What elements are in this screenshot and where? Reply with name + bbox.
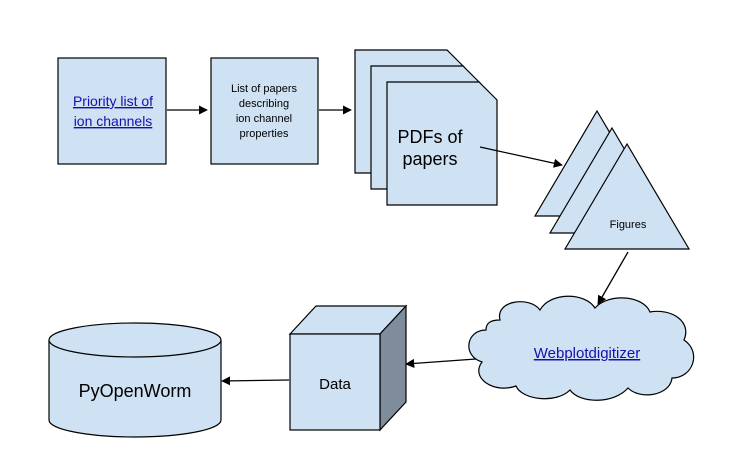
paper-list-label-3: ion channel [236, 113, 292, 125]
pyopenworm-node: PyOpenWorm [48, 322, 222, 438]
cube-front [289, 333, 381, 431]
cylinder-body [48, 340, 222, 438]
webplotdigitizer-node[interactable]: Webplotdigitizer [468, 295, 695, 401]
pdfs-label-1: PDFs of [397, 127, 463, 147]
paper-list-label-2: describing [239, 98, 289, 110]
arrow-data-to-pyopenworm [221, 376, 290, 386]
figure-triangle-front [563, 142, 691, 250]
arrow-figures-to-webplotdigitizer [597, 251, 629, 305]
paper-list-label-1: List of papers [231, 83, 298, 95]
figures-node: Figures [533, 109, 691, 250]
arrow-pdfs-to-figures [479, 146, 563, 168]
priority-list-link[interactable]: Priority list of [73, 93, 153, 109]
webplotdigitizer-link[interactable]: Webplotdigitizer [534, 345, 640, 362]
priority-list-node[interactable]: Priority list of ion channels [57, 57, 167, 165]
figures-label: Figures [610, 219, 647, 231]
data-node: Data [288, 304, 408, 432]
data-label: Data [319, 376, 351, 393]
pdfs-label-2: papers [402, 149, 457, 169]
paper-list-node: List of papers describing ion channel pr… [210, 57, 319, 165]
arrow-webplotdigitizer-to-data [405, 358, 477, 368]
cloud-shape [468, 295, 695, 401]
pyopenworm-label: PyOpenWorm [79, 381, 192, 401]
pdfs-node: PDFs of papers [354, 49, 498, 206]
priority-list-link-line2[interactable]: ion channels [74, 113, 153, 129]
cylinder-top [48, 322, 222, 358]
paper-list-label-4: properties [240, 128, 289, 140]
pdf-page-front [386, 81, 498, 206]
